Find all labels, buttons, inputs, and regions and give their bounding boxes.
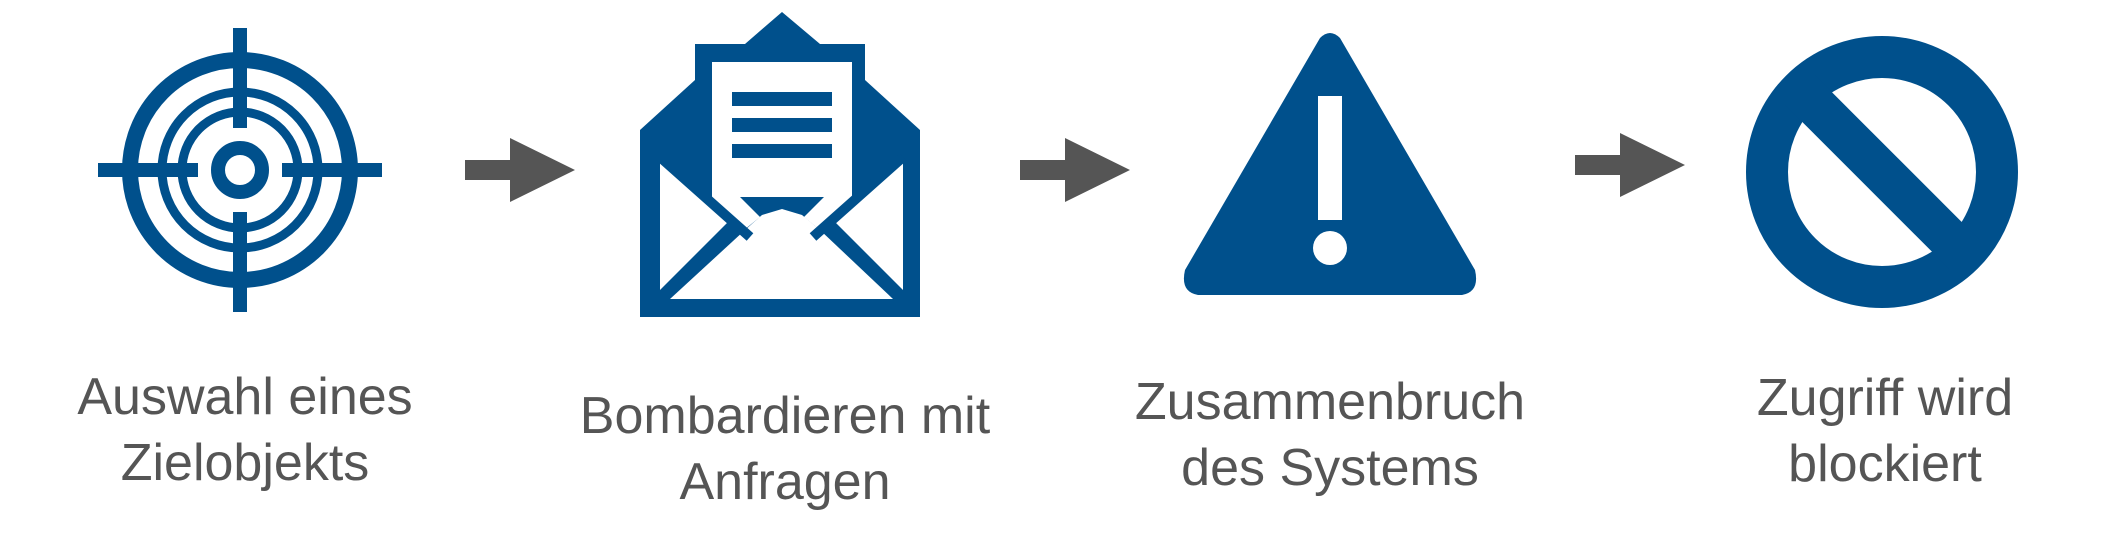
step-1-label-line1: Auswahl eines [77, 368, 413, 426]
arrow-right-icon [1020, 138, 1130, 202]
step-2-label: Bombardieren mit Anfragen [570, 383, 1000, 515]
step-4-label-line2: blockiert [1788, 435, 1982, 493]
arrow-right-icon [1575, 133, 1685, 197]
warning-triangle-icon [1183, 33, 1477, 295]
step-4-label-line1: Zugriff wird [1756, 369, 2014, 427]
target-crosshair-icon [98, 28, 382, 312]
arrow-right-icon [465, 138, 575, 202]
step-3-label-line1: Zusammenbruch [1134, 373, 1526, 431]
step-2-label-line1: Bombardieren mit [579, 387, 991, 445]
step-1-label: Auswahl eines Zielobjekts [40, 364, 450, 496]
open-envelope-icon [640, 12, 920, 317]
step-3-label: Zusammenbruch des Systems [1120, 369, 1540, 501]
step-1-label-line2: Zielobjekts [120, 434, 370, 492]
prohibited-icon [1746, 36, 2018, 308]
step-3-label-line2: des Systems [1181, 439, 1479, 497]
step-4-label: Zugriff wird blockiert [1680, 365, 2090, 497]
step-2-label-line2: Anfragen [679, 453, 891, 511]
